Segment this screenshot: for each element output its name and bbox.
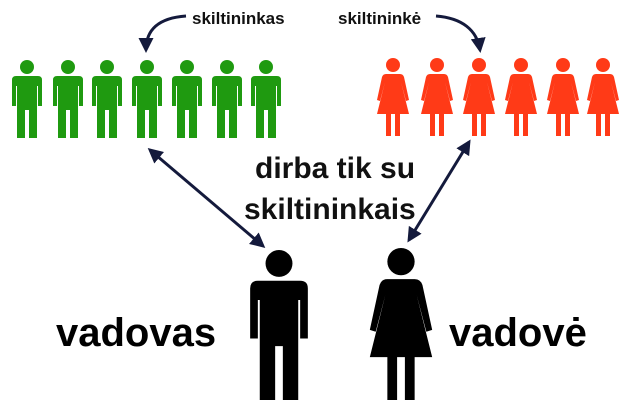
male-person-icon: [250, 250, 308, 400]
male-leader-figure: [250, 250, 308, 400]
male-squad-leader-label: skiltininkas: [192, 9, 285, 28]
female-person-icon: [547, 58, 579, 136]
center-label-line1: dirba tik su: [255, 152, 415, 185]
male-person-icon: [251, 60, 281, 138]
female-person-icon: [369, 248, 433, 400]
arrow-female-leader-to-squad: [407, 139, 471, 243]
female-squad-leader-label: skiltininkė: [338, 9, 421, 28]
male-person-icon: [53, 60, 83, 138]
female-person-icon: [505, 58, 537, 136]
female-group: [377, 58, 619, 136]
male-group: [12, 60, 281, 138]
center-label-line2: skiltininkais: [244, 193, 416, 226]
arrow-male-leader-to-squad: [147, 148, 266, 248]
female-leader-figure: [369, 248, 433, 400]
female-person-icon: [421, 58, 453, 136]
male-person-icon: [172, 60, 202, 138]
female-person-icon: [463, 58, 495, 136]
male-person-icon: [132, 60, 162, 138]
female-person-icon: [377, 58, 409, 136]
female-leader-label: vadovė: [449, 311, 587, 355]
arrow-to-male-squad-leader: [138, 14, 187, 53]
male-person-icon: [92, 60, 122, 138]
female-person-icon: [587, 58, 619, 136]
arrow-to-female-squad-leader: [435, 14, 486, 53]
male-leader-label: vadovas: [56, 311, 216, 355]
male-person-icon: [12, 60, 42, 138]
male-person-icon: [212, 60, 242, 138]
